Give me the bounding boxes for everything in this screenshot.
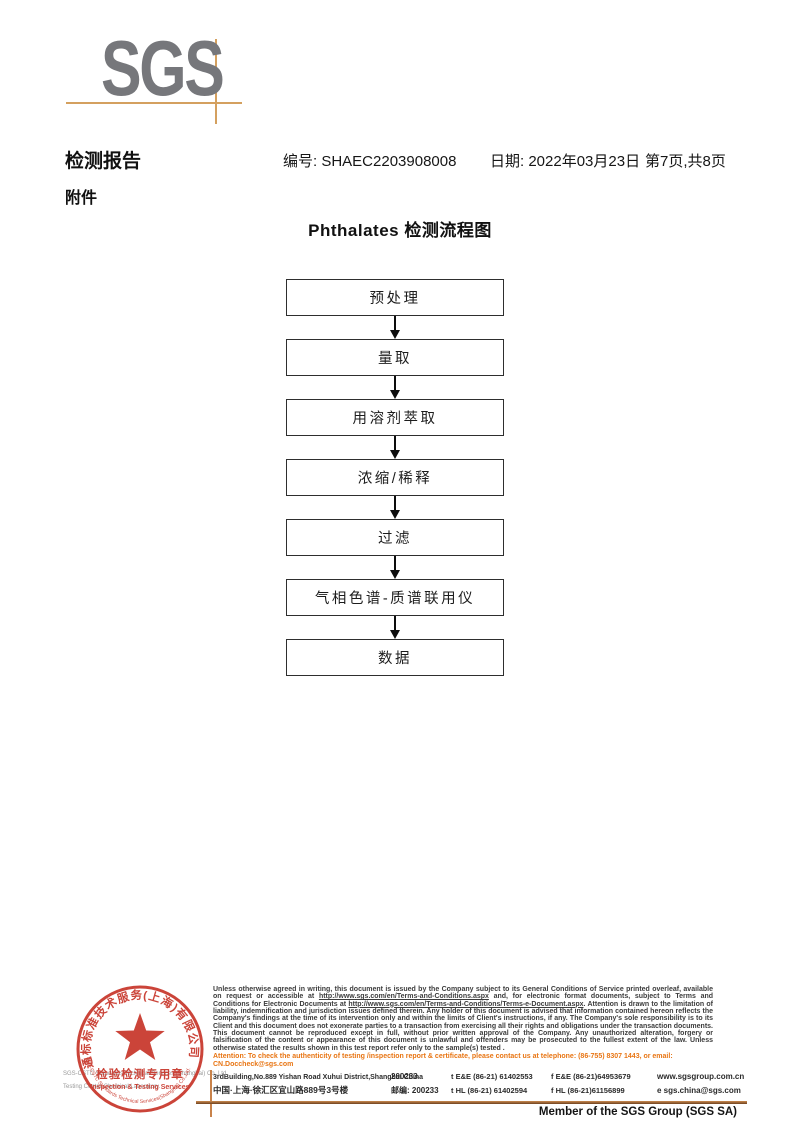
footer: Unless otherwise agreed in writing, this… xyxy=(213,986,747,1095)
report-date: 日期: 2022年03月23日 xyxy=(490,153,641,170)
phone-2: t HL (86-21) 61402594 xyxy=(451,1085,528,1095)
legal-text-2: and, for electronic format documents, su… xyxy=(213,993,714,1008)
flow-step-data: 数据 xyxy=(286,639,504,676)
attention-notice: Attention: To check the authenticity of … xyxy=(213,1053,673,1068)
arrow-down-icon xyxy=(286,316,504,339)
flow-step-pretreatment: 预处理 xyxy=(286,279,504,316)
flow-step-filter: 过滤 xyxy=(286,519,504,556)
website: www.sgsgroup.com.cn xyxy=(657,1072,745,1082)
sgs-member-note: Member of the SGS Group (SGS SA) xyxy=(538,1106,737,1118)
flow-step-solvent-extraction: 用溶剂萃取 xyxy=(286,399,504,436)
address-row-en: 3rdBuilding,No.889 Yishan Road Xuhui Dis… xyxy=(213,1072,747,1084)
address-cn: 中国·上海·徐汇区宜山路889号3号楼 xyxy=(213,1084,349,1095)
legal-text-1: Unless otherwise agreed in writing, this… xyxy=(213,986,713,1001)
address-en: 3rdBuilding,No.889 Yishan Road Xuhui Dis… xyxy=(213,1074,424,1082)
page-indicator: 第7页,共8页 xyxy=(645,153,726,170)
legal-disclaimer: Unless otherwise agreed in writing, this… xyxy=(213,986,713,1052)
stamp-center-text-cn: 检验检测专用章 xyxy=(96,1067,184,1081)
arrow-down-icon xyxy=(286,376,504,399)
star-icon xyxy=(115,1013,165,1060)
fax-1: f E&E (86-21)64953679 xyxy=(551,1072,631,1082)
postcode-cn: 邮编: 200233 xyxy=(391,1085,439,1095)
flow-step-concentrate-dilute: 浓缩/稀释 xyxy=(286,459,504,496)
footer-vertical-line xyxy=(210,1070,212,1117)
arrow-down-icon xyxy=(286,436,504,459)
stamp-lab-name-en: Testing Center-Chemical Laboratory. xyxy=(63,1084,161,1090)
arrow-down-icon xyxy=(286,616,504,639)
phone-1: t E&E (86-21) 61402553 xyxy=(451,1072,533,1082)
postcode-en: 200233 xyxy=(391,1072,418,1082)
address-row-cn: 中国·上海·徐汇区宜山路889号3号楼 邮编: 200233 t HL (86-… xyxy=(213,1084,747,1096)
attachment-label: 附件 xyxy=(65,190,98,207)
flow-step-gcms: 气相色谱-质谱联用仪 xyxy=(286,579,504,616)
page-title: 检测报告 xyxy=(65,151,142,172)
fax-2: f HL (86-21)61156899 xyxy=(551,1085,625,1095)
footer-divider-line xyxy=(196,1101,747,1104)
report-number: 编号: SHAEC2203908008 xyxy=(283,153,457,170)
arrow-down-icon xyxy=(286,496,504,519)
email: e sgs.china@sgs.com xyxy=(657,1085,741,1095)
logo-vertical-line xyxy=(215,39,217,124)
terms-link[interactable]: http://www.sgs.com/en/Terms-and-Conditio… xyxy=(318,993,489,1001)
flow-step-measure: 量取 xyxy=(286,339,504,376)
stamp-center-text-en: Inspection & Testing Services xyxy=(90,1084,189,1091)
address-block: 3rdBuilding,No.889 Yishan Road Xuhui Dis… xyxy=(213,1072,747,1095)
arrow-down-icon xyxy=(286,556,504,579)
inspection-stamp-seal: 通标标准技术服务(上海)有限公司 检验检测专用章 Inspection & Te… xyxy=(76,985,204,1113)
stamp-circle xyxy=(76,985,204,1113)
legal-text-3: . Attention is drawn to the limitation o… xyxy=(213,1000,713,1052)
terms-e-document-link[interactable]: http://www.sgs.com/en/Terms-and-Conditio… xyxy=(348,1000,584,1008)
logo-horizontal-line xyxy=(66,102,242,104)
flowchart-title: Phthalates 检测流程图 xyxy=(308,221,492,240)
flowchart: 预处理 量取 用溶剂萃取 浓缩/稀释 过滤 气相色谱-质谱联用仪 数据 xyxy=(286,279,504,676)
stamp-company-name-en: SGS-CSTC Standards Technical Services (S… xyxy=(63,1071,228,1077)
sgs-logo: SGS xyxy=(101,24,225,112)
